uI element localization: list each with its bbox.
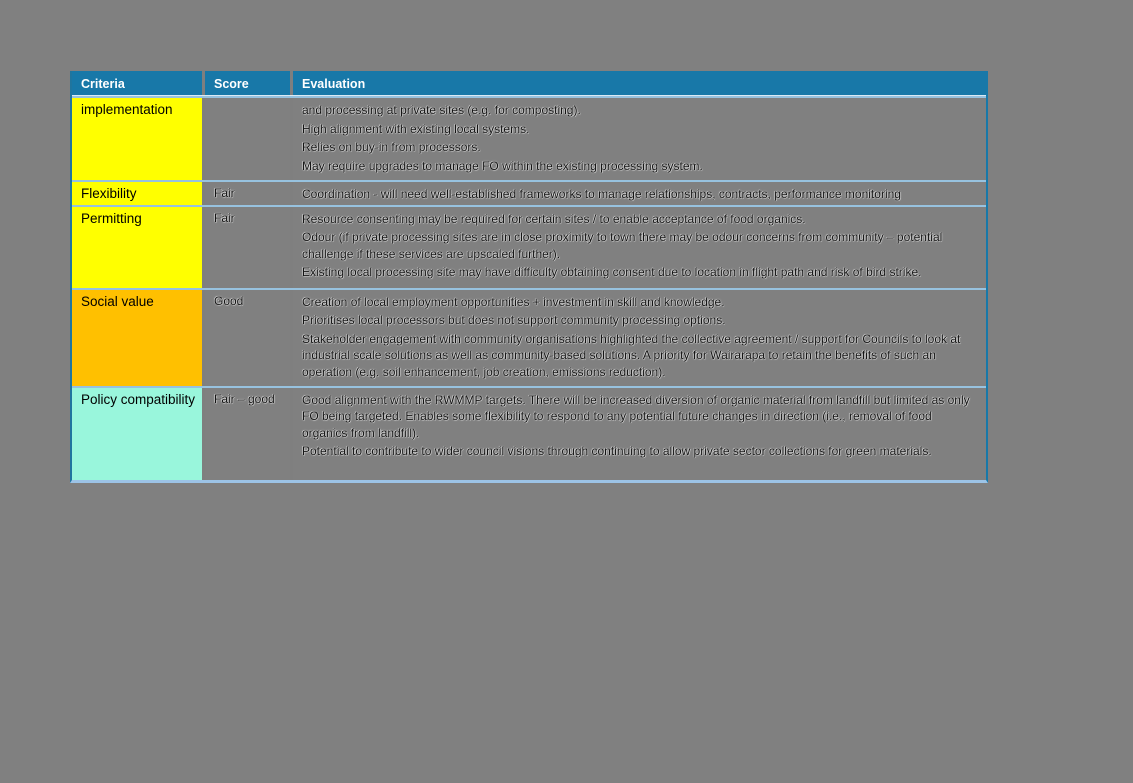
score-cell: [205, 98, 293, 180]
header-evaluation: Evaluation: [302, 76, 366, 91]
criteria-label: Social value: [81, 293, 154, 309]
evaluation-paragraph: High alignment with existing local syste…: [302, 121, 530, 136]
criteria-cell: Social value: [72, 289, 205, 386]
table-row-policy-compatibility: Policy compatibility Fair – good Good al…: [72, 385, 986, 480]
criteria-cell: Permitting: [72, 206, 205, 288]
table-header-row: Criteria Score Evaluation: [72, 71, 986, 96]
criteria-label: Policy compatibility: [81, 391, 196, 407]
evaluation-cell: Resource consenting may be required for …: [293, 207, 986, 288]
table-row-permitting: Permitting Fair Resource consenting may …: [72, 204, 986, 288]
criteria-cell: Flexibility: [72, 182, 205, 205]
evaluation-cell: and processing at private sites (e.g. fo…: [293, 98, 986, 180]
score-cell: Fair – good: [205, 387, 293, 480]
evaluation-paragraph: Coordination - will need well-establishe…: [302, 187, 901, 201]
criteria-label: Permitting: [81, 210, 142, 226]
score-value: Fair: [214, 186, 235, 200]
score-cell: Fair: [205, 182, 293, 205]
evaluation-paragraph: Potential to contribute to wider council…: [302, 444, 932, 458]
header-criteria: Criteria: [72, 71, 205, 95]
criteria-cell: Policy compatibility: [72, 387, 205, 480]
score-value: Fair – good: [214, 391, 275, 406]
evaluation-paragraph: Resource consenting may be required for …: [302, 211, 806, 226]
score-cell: Good: [205, 289, 293, 386]
score-value: Fair: [214, 210, 235, 225]
criteria-label: implementation: [81, 102, 173, 117]
criteria-cell: implementation: [72, 98, 205, 180]
evaluation-paragraph: Relies on buy-in from processors.: [302, 140, 481, 154]
evaluation-cell: Creation of local employment opportuniti…: [293, 290, 986, 386]
evaluation-paragraph: and processing at private sites (e.g. fo…: [302, 103, 581, 117]
score-value: Good: [214, 293, 244, 308]
evaluation-paragraph: Odour (if private processing sites are i…: [302, 230, 943, 261]
score-cell: Fair: [205, 206, 293, 288]
header-score: Score: [205, 71, 293, 95]
table-row-implementation: implementation and processing at private…: [72, 96, 986, 180]
table-row-flexibility: Flexibility Fair Coordination - will nee…: [72, 180, 986, 205]
evaluation-paragraph: Existing local processing site may have …: [302, 265, 922, 279]
evaluation-table: Criteria Score Evaluation implementation…: [70, 71, 988, 483]
evaluation-paragraph: Stakeholder engagement with community or…: [302, 331, 961, 379]
evaluation-paragraph: Good alignment with the RWMMP targets. T…: [302, 392, 970, 440]
evaluation-paragraph: Creation of local employment opportuniti…: [302, 294, 725, 309]
evaluation-paragraph: Prioritises local processors but does no…: [302, 313, 726, 327]
evaluation-paragraph: May require upgrades to manage FO within…: [302, 158, 703, 173]
table-row-social-value: Social value Good Creation of local empl…: [72, 287, 986, 386]
criteria-label: Flexibility: [81, 186, 137, 201]
evaluation-cell: Good alignment with the RWMMP targets. T…: [293, 388, 986, 480]
evaluation-cell: Coordination - will need well-establishe…: [293, 182, 986, 205]
